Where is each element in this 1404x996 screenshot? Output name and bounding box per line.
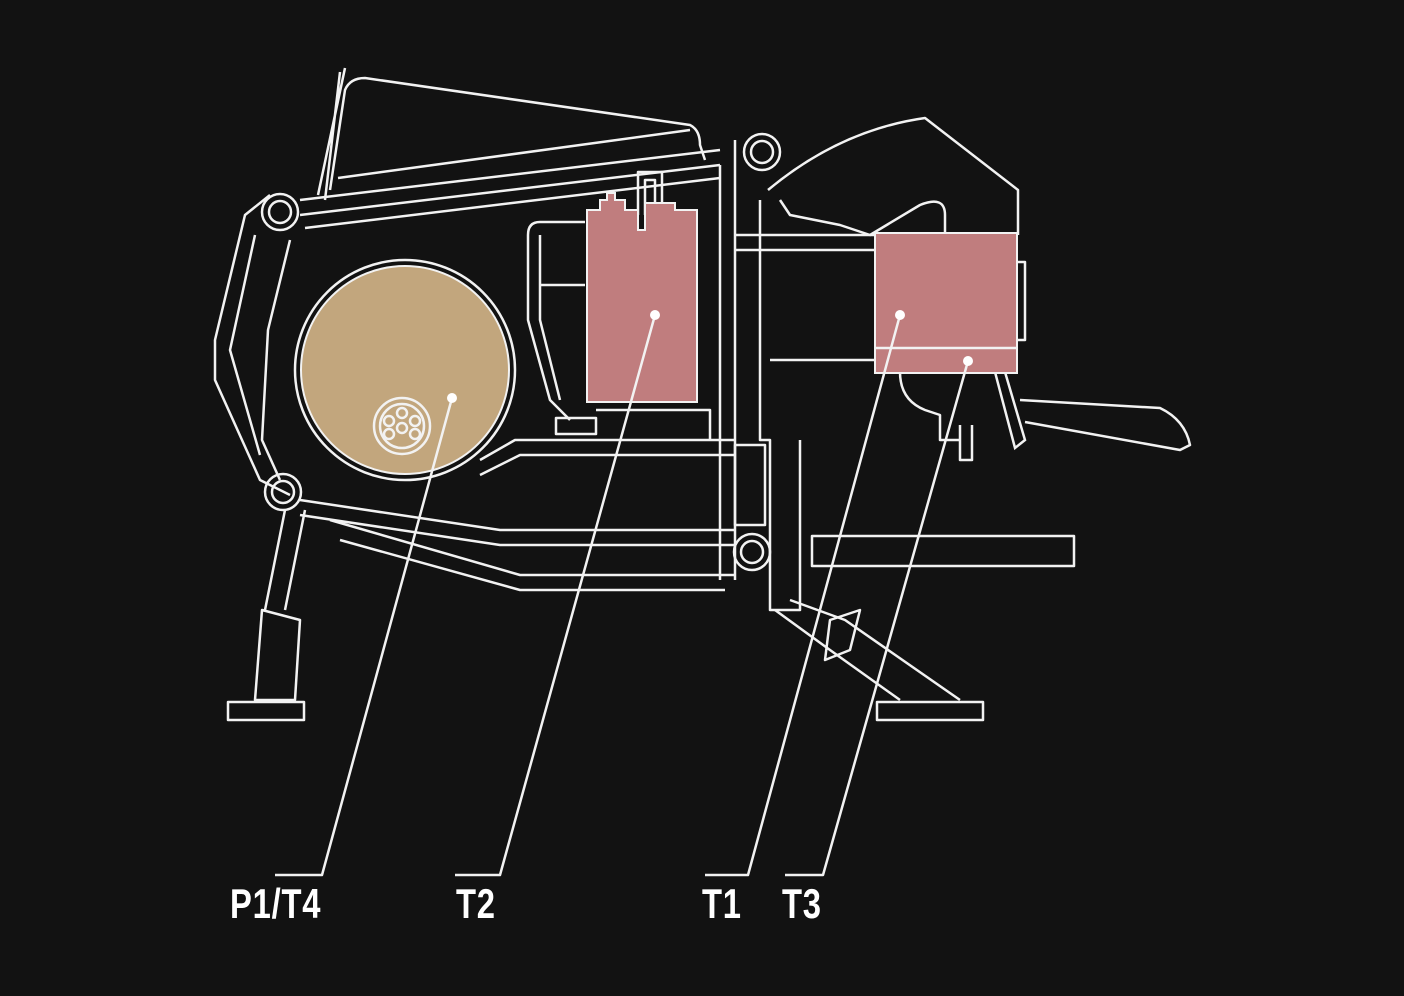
label-p1-t4: P1/T4 [230,880,322,927]
boiler-outer-ring [293,258,517,482]
label-t3: T3 [782,880,822,927]
heating-element-icon [372,396,432,456]
leader-p1-t4 [275,397,454,877]
leader-dot-t2 [650,310,660,320]
leader-t3 [785,360,970,877]
leader-lines [275,310,973,877]
heat-exchanger-t2 [586,192,698,403]
leader-dot-t3 [963,356,973,366]
leader-t2 [455,314,657,877]
group-head-t1-t3 [874,232,1018,374]
steam-boiler-p1-t4 [300,265,510,475]
leader-t1 [705,314,902,877]
label-t2: T2 [456,880,496,927]
leader-dot-t1 [895,310,905,320]
frame-outline [213,67,1192,722]
label-t1: T1 [702,880,742,927]
leader-dot-p1-t4 [447,393,457,403]
